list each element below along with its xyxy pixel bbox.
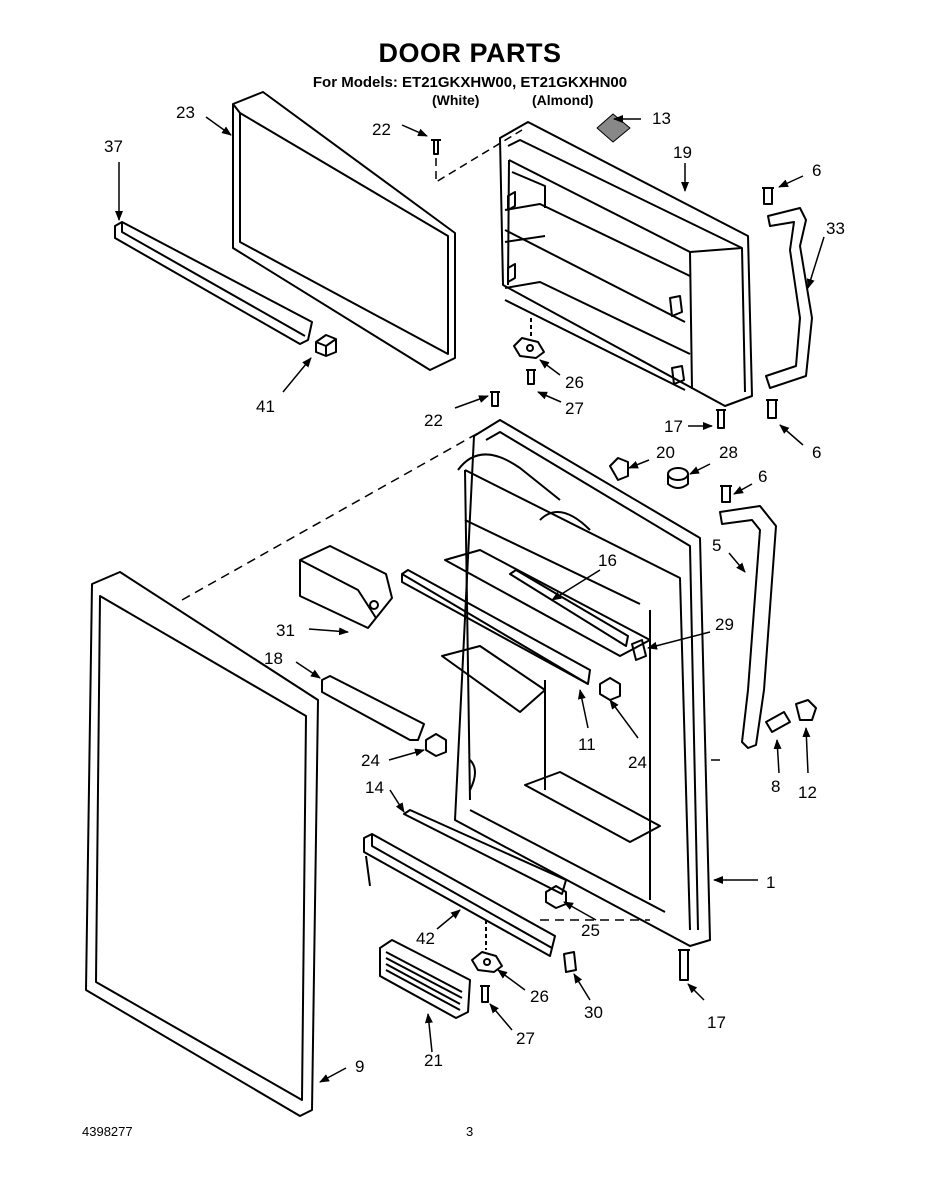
handle-screws <box>720 187 778 503</box>
lower-shelf-bar <box>403 809 567 895</box>
document-number: 4398277 <box>82 1124 133 1139</box>
alignment-lines <box>181 431 720 921</box>
callout-17: 17 <box>664 417 683 436</box>
color-almond-label: (Almond) <box>532 92 594 108</box>
callout-24: 24 <box>361 751 380 770</box>
callout-27: 27 <box>516 1029 535 1048</box>
callout-30: 30 <box>584 1003 603 1022</box>
callout-1: 1 <box>766 873 775 892</box>
callout-20: 20 <box>656 443 675 462</box>
callout-31: 31 <box>276 621 295 640</box>
callout-29: 29 <box>715 615 734 634</box>
page-number: 3 <box>466 1124 474 1139</box>
callout-41: 41 <box>256 397 275 416</box>
callout-28: 28 <box>719 443 738 462</box>
handle-pin <box>765 711 791 733</box>
callout-13: 13 <box>652 109 671 128</box>
dairy-door-panel <box>379 939 471 1019</box>
callout-19: 19 <box>673 143 692 162</box>
page-title: DOOR PARTS <box>378 38 562 68</box>
bar-end-caps <box>425 677 621 757</box>
callout-26: 26 <box>530 987 549 1006</box>
callout-37: 37 <box>104 137 123 156</box>
callout-14: 14 <box>365 778 384 797</box>
callout-27: 27 <box>565 399 584 418</box>
callout-16: 16 <box>598 551 617 570</box>
fresh-food-gasket <box>85 571 319 1117</box>
callout-8: 8 <box>771 777 780 796</box>
fresh-food-door-liner <box>454 419 711 947</box>
callout-22: 22 <box>424 411 443 430</box>
lower-end-cap <box>545 885 567 909</box>
freezer-trim-strip <box>114 221 313 345</box>
door-stop <box>563 951 577 973</box>
callout-25: 25 <box>581 921 600 940</box>
color-labels: (White) (Almond) <box>0 92 940 112</box>
lower-trim-strip <box>363 833 556 957</box>
callout-17: 17 <box>707 1013 726 1032</box>
fresh-food-screw <box>490 391 500 407</box>
dairy-trim-strip <box>321 675 425 741</box>
door-stop-plug <box>609 457 629 481</box>
callout-24: 24 <box>628 753 647 772</box>
callout-42: 42 <box>416 929 435 948</box>
lower-hinge-bracket <box>471 920 503 1003</box>
callout-6: 6 <box>812 443 821 462</box>
fresh-food-handle <box>719 505 777 749</box>
callout-33: 33 <box>826 219 845 238</box>
callout-11: 11 <box>578 735 596 754</box>
callout-26: 26 <box>565 373 584 392</box>
color-white-label: (White) <box>432 92 480 108</box>
door-shelf-bars <box>401 569 629 685</box>
callout-18: 18 <box>264 649 283 668</box>
door-shelves <box>441 549 661 843</box>
freezer-screw-top <box>431 139 441 155</box>
shelf-clip <box>631 639 647 661</box>
callout-9: 9 <box>355 1057 364 1076</box>
freezer-door-liner <box>499 121 753 407</box>
callout-21: 21 <box>424 1051 443 1070</box>
callout-6: 6 <box>758 467 767 486</box>
model-numbers: For Models: ET21GKXHW00, ET21GKXHN00 <box>312 74 628 91</box>
freezer-handle <box>765 207 813 389</box>
callout-23: 23 <box>176 103 195 122</box>
leader-lines <box>115 115 825 1083</box>
freezer-hinge-bracket <box>513 318 545 385</box>
dairy-compartment-door <box>299 545 393 629</box>
callout-12: 12 <box>798 783 817 802</box>
handle-cap <box>795 699 817 721</box>
trim-end-cap <box>315 334 337 357</box>
alignment-line-top <box>435 129 523 183</box>
door-stop-screws <box>678 409 726 981</box>
freezer-gasket <box>232 91 456 371</box>
callout-22: 22 <box>372 120 391 139</box>
callout-5: 5 <box>712 536 721 555</box>
callout-6: 6 <box>812 161 821 180</box>
hole-plug <box>667 467 689 489</box>
model-label <box>596 113 631 143</box>
callout-numbers: 23 37 22 13 19 6 33 41 26 27 22 17 6 20 … <box>104 103 845 1076</box>
